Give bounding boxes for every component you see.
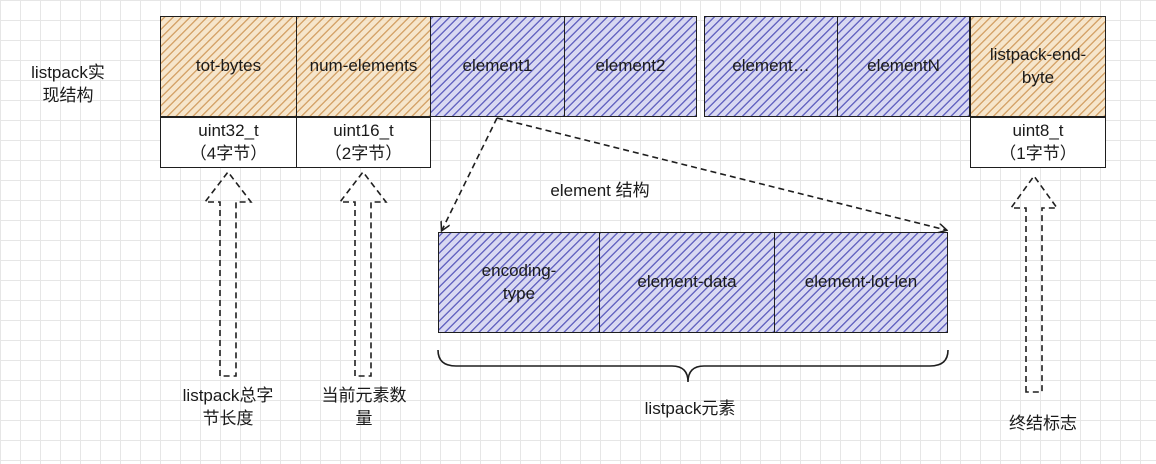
- block-tot-bytes-label: tot-bytes: [195, 56, 262, 76]
- curly-brace: [437, 349, 949, 383]
- block-num-elements: num-elements: [296, 16, 431, 117]
- block-tot-bytes: tot-bytes: [160, 16, 297, 117]
- block-element2: element2: [564, 16, 697, 117]
- annotation-end-marker: 终结标志: [1009, 414, 1077, 433]
- element-structure-title: element 结构: [550, 181, 650, 200]
- type-box-num-elements: uint16_t （2字节）: [296, 117, 431, 168]
- up-arrow-num-elements: [338, 170, 388, 377]
- block-element-ellipsis: element…: [704, 16, 838, 117]
- type-label-end-byte: uint8_t （1字节）: [999, 120, 1077, 163]
- block-element1: element1: [430, 16, 565, 117]
- field-element-lot-len: element-lot-len: [774, 232, 948, 333]
- block-element2-label: element2: [595, 56, 666, 76]
- block-element1-label: element1: [462, 56, 533, 76]
- type-label-tot-bytes: uint32_t （4字节）: [189, 120, 268, 163]
- block-elementN: elementN: [837, 16, 970, 117]
- dashed-arrow-right: [496, 117, 946, 230]
- annotation-total-length: listpack总字 节长度: [182, 386, 274, 428]
- type-box-end-byte: uint8_t （1字节）: [970, 117, 1106, 168]
- block-element-ellipsis-label: element…: [732, 56, 810, 76]
- field-element-data: element-data: [599, 232, 775, 333]
- diagram-title: listpack实 现结构: [31, 63, 105, 105]
- field-element-lot-len-label: element-lot-len: [804, 272, 918, 292]
- type-label-num-elements: uint16_t （2字节）: [324, 120, 403, 163]
- up-arrow-tot-bytes: [203, 170, 253, 377]
- block-elementN-label: elementN: [867, 56, 940, 76]
- dashed-arrow-left: [442, 117, 498, 230]
- up-arrow-end-byte: [1009, 174, 1059, 393]
- block-end-byte-label: listpack-end- byte: [989, 44, 1087, 87]
- type-box-tot-bytes: uint32_t （4字节）: [160, 117, 297, 168]
- field-element-data-label: element-data: [637, 272, 737, 292]
- block-end-byte: listpack-end- byte: [970, 16, 1106, 117]
- field-encoding-type: encoding- type: [438, 232, 600, 333]
- brace-label: listpack元素: [644, 399, 736, 418]
- field-encoding-type-label: encoding- type: [481, 260, 557, 303]
- block-num-elements-label: num-elements: [309, 56, 418, 76]
- annotation-element-count: 当前元素数 量: [321, 386, 407, 428]
